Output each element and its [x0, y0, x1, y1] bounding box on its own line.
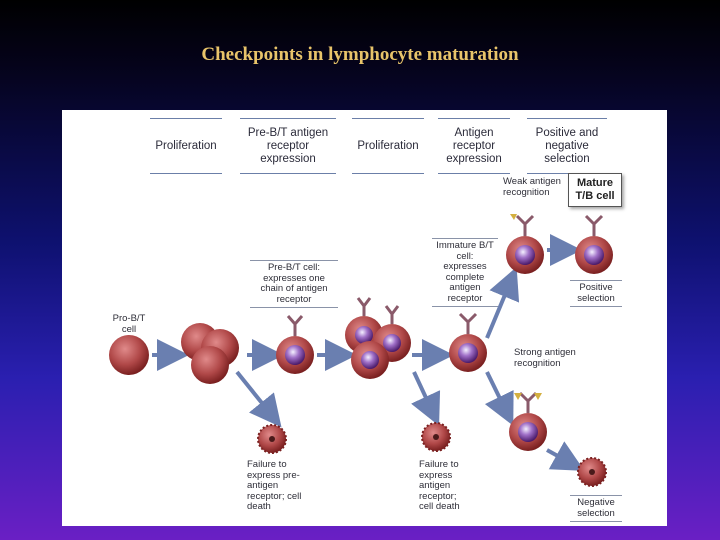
dying-cells: [257, 422, 607, 487]
failure-pre-receptor-label: Failure to express pre-antigen receptor;…: [247, 459, 302, 512]
positive-selection-label: Positive selection: [570, 280, 622, 307]
pro-cell: [109, 335, 149, 375]
stage-proliferation-2: Proliferation: [352, 118, 424, 174]
pre-cell: [276, 315, 314, 374]
failure-receptor-label: Failure to express antigen receptor; cel…: [419, 459, 460, 512]
weak-recognition-cell: [506, 214, 544, 274]
strong-recognition-cell: [509, 391, 547, 451]
pro-cell-label: Pro-B/T cell: [112, 313, 146, 335]
mature-cell-label: Mature T/B cell: [568, 173, 622, 207]
negative-selection-label: Negative selection: [570, 495, 622, 522]
strong-recognition-label: Strong antigen recognition: [514, 347, 576, 369]
diagram-canvas: [109, 214, 613, 487]
stage-proliferation-1: Proliferation: [150, 118, 222, 174]
stage-receptor-expression: Antigen receptor expression: [438, 118, 510, 174]
pre-cell-label: Pre-B/T cell: expresses one chain of ant…: [250, 260, 338, 308]
immature-cell-label: Immature B/T cell: expresses complete an…: [432, 238, 498, 307]
stage-selection: Positive and negative selection: [527, 118, 607, 174]
proliferating-pre-cells: [345, 297, 411, 379]
proliferating-cells: [181, 323, 239, 384]
stage-pre-receptor: Pre-B/T antigen receptor expression: [240, 118, 336, 174]
positive-cell: [575, 214, 613, 274]
slide-title: Checkpoints in lymphocyte maturation: [201, 44, 519, 65]
diagram-panel: Proliferation Pre-B/T antigen receptor e…: [62, 110, 667, 526]
weak-recognition-label: Weak antigen recognition: [503, 176, 561, 198]
immature-cell: [449, 312, 487, 372]
flow-arrows: [152, 234, 585, 471]
